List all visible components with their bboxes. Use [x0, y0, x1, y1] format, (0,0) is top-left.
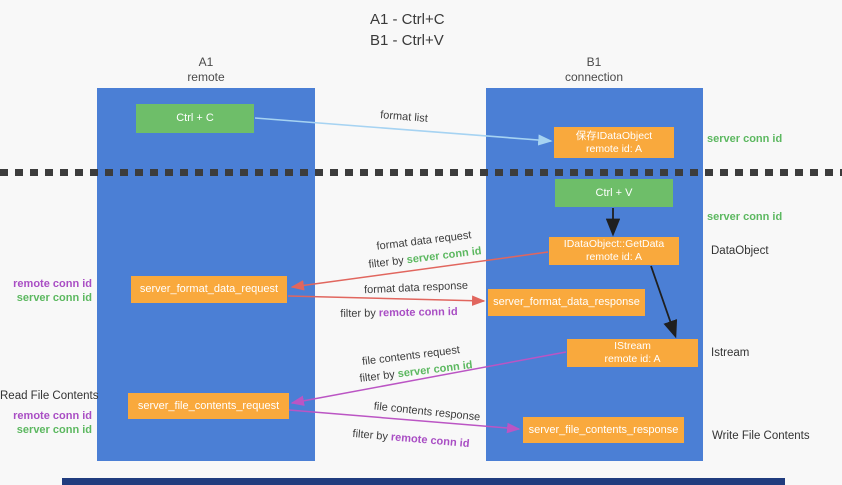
- write-file-contents-annotation: Write File Contents: [712, 430, 810, 442]
- istream-line1: IStream: [614, 340, 651, 352]
- title-line-2: B1 - Ctrl+V: [370, 32, 444, 49]
- server-format-data-response-label: server_format_data_response: [493, 296, 640, 308]
- server-conn-id-annotation-mid: server conn id: [707, 211, 783, 223]
- format-list-label: format list: [379, 109, 429, 125]
- lane-b1-name: B1: [586, 55, 602, 69]
- server-conn-id-text: server conn id: [406, 245, 483, 267]
- server-format-data-request-box: server_format_data_request: [131, 276, 287, 303]
- istream-line2: remote id: A: [604, 353, 661, 365]
- read-file-contents-annotation: Read File Contents: [0, 390, 99, 402]
- server-file-contents-response-box: server_file_contents_response: [523, 417, 684, 443]
- title-line-1: A1 - Ctrl+C: [370, 11, 445, 28]
- format-data-response-label: format data response: [363, 279, 469, 297]
- session-divider-dotted-line: [0, 169, 842, 176]
- ctrl-c-label: Ctrl + C: [176, 112, 214, 124]
- background-window-strip: [62, 478, 785, 485]
- filter-by-text: filter by: [352, 427, 389, 443]
- remote-conn-id-annotation-bottom: remote conn id: [13, 410, 92, 422]
- lane-a1-role: remote: [187, 70, 225, 84]
- server-format-data-request-label: server_format_data_request: [139, 283, 279, 295]
- file-contents-response-label: file contents response: [373, 400, 481, 424]
- ctrl-v-label: Ctrl + V: [595, 186, 633, 199]
- filter-by-text: filter by: [358, 368, 396, 385]
- server-conn-id-annotation-left-bottom: server conn id: [16, 424, 92, 436]
- save-idataobject-line1: 保存IDataObject: [575, 129, 653, 142]
- ctrl-v-box: Ctrl + V: [555, 179, 673, 207]
- lane-a1-name: A1: [198, 55, 214, 69]
- filter-by-text: filter by: [367, 254, 405, 271]
- filter-by-text: filter by: [340, 307, 376, 321]
- idataobject-getdata-line2: remote id: A: [585, 251, 643, 263]
- format-data-response-arrow: [287, 295, 486, 306]
- server-file-contents-request-label: server_file_contents_request: [137, 399, 280, 412]
- lane-b1-role: connection: [564, 70, 624, 84]
- server-file-contents-request-box: server_file_contents_request: [128, 393, 289, 419]
- istream-annotation: Istream: [711, 347, 750, 359]
- save-idataobject-line2: remote id: A: [585, 142, 643, 155]
- diagram-title: A1 - Ctrl+C B1 - Ctrl+V: [370, 9, 445, 51]
- remote-conn-id-annotation-top: remote conn id: [13, 278, 92, 290]
- server-conn-id-annotation-top: server conn id: [707, 133, 783, 145]
- istream-box: IStream remote id: A: [567, 339, 698, 367]
- remote-conn-id-text: remote conn id: [390, 431, 470, 451]
- server-file-contents-response-label: server_file_contents_response: [528, 423, 679, 436]
- remote-conn-id-text: remote conn id: [378, 305, 458, 320]
- server-format-data-response-box: server_format_data_response: [488, 289, 645, 316]
- server-conn-id-annotation-left-top: server conn id: [16, 292, 92, 304]
- save-idataobject-box: 保存IDataObject remote id: A: [554, 127, 674, 158]
- idataobject-getdata-box: IDataObject::GetData remote id: A: [549, 237, 679, 265]
- lane-header-a1: A1 remote: [146, 55, 266, 85]
- idataobject-getdata-line1: IDataObject::GetData: [563, 238, 665, 250]
- ctrl-c-box: Ctrl + C: [136, 104, 254, 133]
- lane-header-b1: B1 connection: [534, 55, 654, 85]
- dataobject-annotation: DataObject: [711, 245, 769, 257]
